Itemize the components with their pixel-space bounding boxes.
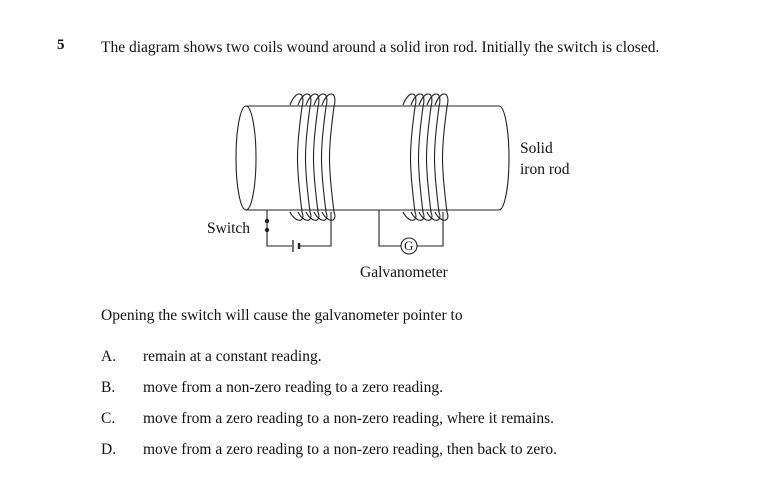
option-c[interactable]: C. move from a zero reading to a non-zero…	[101, 408, 554, 429]
switch-label: Switch	[207, 220, 251, 237]
coil-diagram	[235, 93, 510, 255]
option-text: move from a zero reading to a non-zero r…	[143, 410, 555, 427]
option-text: move from a zero reading to a non-zero r…	[143, 441, 558, 458]
option-letter: A.	[101, 348, 117, 365]
option-letter: D.	[101, 441, 117, 458]
option-letter: B.	[101, 379, 116, 396]
question-number: 5	[57, 37, 65, 53]
galvanometer-symbol-letter: G	[404, 238, 414, 253]
battery-cell-symbol	[292, 240, 301, 252]
option-text: remain at a constant reading.	[143, 348, 322, 365]
galvanometer-label: Galvanometer	[360, 264, 448, 281]
question-stem: The diagram shows two coils wound around…	[101, 39, 660, 56]
secondary-circuit-wire	[378, 210, 444, 247]
iron-rod	[246, 105, 510, 211]
option-letter: C.	[101, 410, 116, 427]
primary-coil	[289, 93, 336, 221]
primary-circuit-wire	[266, 210, 332, 247]
option-d[interactable]: D. move from a zero reading to a non-zero…	[101, 439, 557, 460]
switch-symbol	[264, 218, 270, 233]
question-prompt: Opening the switch will cause the galvan…	[101, 307, 463, 324]
rod-label-line2: iron rod	[520, 161, 570, 178]
rod-label-line1: Solid	[520, 140, 553, 157]
option-b[interactable]: B. move from a non-zero reading to a zero…	[101, 377, 443, 398]
iron-rod-end	[235, 105, 257, 211]
secondary-coil	[402, 93, 449, 221]
option-a[interactable]: A. remain at a constant reading.	[101, 346, 322, 367]
galvanometer-symbol	[400, 237, 418, 255]
option-text: move from a non-zero reading to a zero r…	[143, 379, 443, 396]
